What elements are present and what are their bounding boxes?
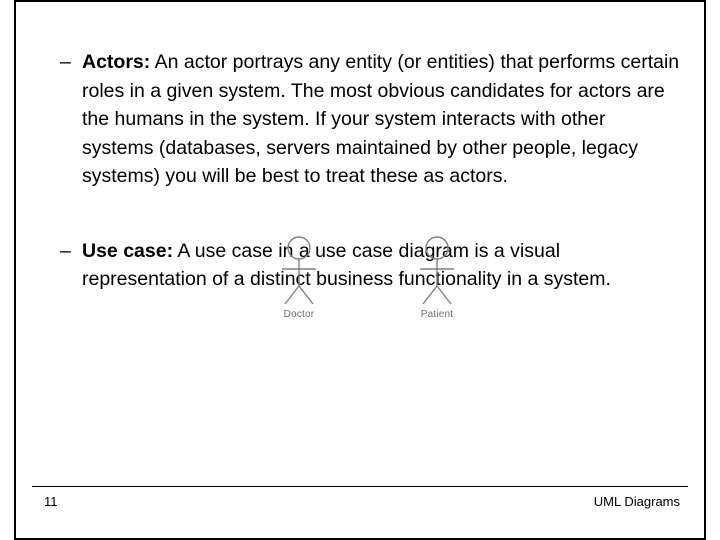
slide-body: – Actors: An actor portrays any entity (…: [60, 48, 680, 294]
bullet-use-case-body: A use case in a use case diagram is a vi…: [82, 239, 611, 291]
slide-border-top: [14, 0, 706, 2]
stick-figure-icon: [282, 236, 316, 305]
actor-doctor-label: Doctor: [283, 309, 315, 320]
stick-figure-icon: [420, 236, 454, 305]
slide-border-right: [704, 0, 706, 540]
footer-title: UML Diagrams: [593, 494, 680, 509]
bullet-use-case-lead: Use case:: [82, 239, 174, 262]
bullet-actors-body: An actor portrays any entity (or entitie…: [82, 51, 680, 187]
actor-patient-label: Patient: [420, 309, 454, 320]
actor-doctor: Doctor: [260, 236, 338, 320]
bullet-use-case-text: Use case: A use case in a use case diagr…: [82, 237, 617, 294]
bullet-actors-text: Actors: An actor portrays any entity (or…: [82, 48, 680, 191]
actor-figures: Doctor Patient: [250, 236, 490, 330]
bullet-actors-lead: Actors:: [82, 51, 151, 73]
slide-border-left: [14, 0, 16, 540]
footer-divider: [32, 486, 688, 487]
slide-border-bottom: [14, 538, 706, 540]
bullet-actors: – Actors: An actor portrays any entity (…: [60, 48, 680, 191]
actor-patient: Patient: [398, 236, 476, 320]
bullet-marker: –: [60, 239, 71, 262]
bullet-use-case: – Use case: A use case in a use case dia…: [60, 237, 680, 294]
page-number: 11: [44, 494, 58, 509]
bullet-marker: –: [60, 51, 71, 73]
